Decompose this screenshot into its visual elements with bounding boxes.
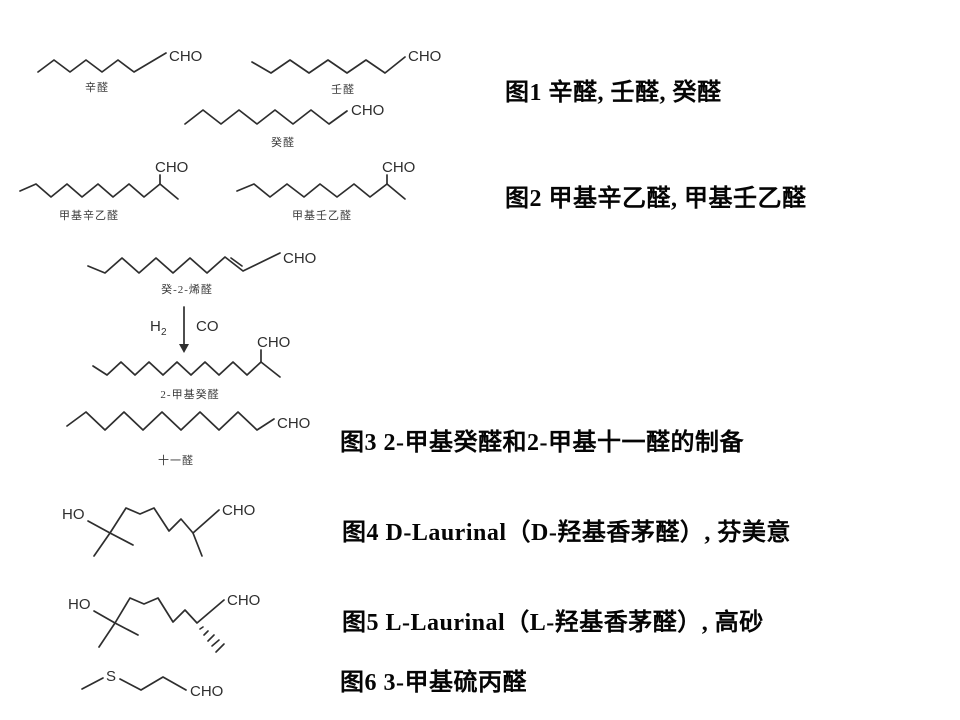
caption-fig1: 图1 辛醛, 壬醛, 癸醛 [505,80,722,106]
decanal-name-label: 癸醛 [271,137,295,149]
l-laurinal-gem-methyl-1 [98,622,116,648]
nonanal-name-label: 壬醛 [331,84,355,96]
d-laurinal-structure: HO CHO [62,502,255,557]
methyl-octyl-name-label: 甲基辛乙醛 [59,210,119,222]
two-methyl-decanal-structure: CHO [92,334,290,378]
methyl-nonyl-acetaldehyde-structure: CHO [236,159,415,200]
l-laurinal-ho-bond [93,610,116,624]
l-laurinal-structure: HO CHO [68,592,260,653]
nonanal-skeleton [251,56,406,74]
two-methyl-decanal-cho-label: CHO [257,334,290,351]
d-laurinal-skeleton [109,507,220,534]
undecanal-name-label: 十一醛 [158,455,194,467]
caption-fig3: 图3 2-甲基癸醛和2-甲基十一醛的制备 [340,430,744,456]
arrow-head [179,344,189,353]
nonanal-cho-label: CHO [408,48,441,65]
two-methyl-decanal-name-label: 2-甲基癸醛 [160,389,220,401]
methyl-nonyl-skeleton [236,183,388,198]
methyl-octyl-skeleton [19,183,161,198]
d-laurinal-branch-methyl [192,532,203,557]
methyl-nonyl-methyl-bond [386,183,406,200]
dec-2-enal-skeleton [87,252,281,274]
reagent-h2-label: H [150,318,161,335]
reagent-h2-subscript: 2 [161,327,167,338]
octanal-name-label: 辛醛 [85,82,109,94]
decanal-skeleton [184,109,348,125]
octanal-cho-label: CHO [169,48,202,65]
d-laurinal-cho-label: CHO [222,502,255,519]
octanal-structure: CHO [37,48,202,73]
methyl-octyl-cho-label: CHO [155,159,188,176]
undecanal-skeleton [66,411,275,431]
l-laurinal-gem-methyl-2 [114,622,139,636]
methylthio-cho-label: CHO [190,683,223,700]
decanal-cho-label: CHO [351,102,384,119]
l-laurinal-cho-label: CHO [227,592,260,609]
d-laurinal-ho-label: HO [62,506,85,523]
dec-2-enal-cho-label: CHO [283,250,316,267]
two-methyl-decanal-skeleton [92,361,262,376]
two-methyl-decanal-methyl-bond [260,361,281,378]
undecanal-cho-label: CHO [277,415,310,432]
methylthio-s-label: S [106,668,116,685]
reagent-co-label: CO [196,318,219,335]
caption-fig5: 图5 L-Laurinal（L-羟基香茅醛）, 高砂 [342,610,764,636]
d-laurinal-gem-methyl-1 [93,532,111,557]
caption-fig6: 图6 3-甲基硫丙醛 [340,670,527,696]
undecanal-structure: CHO [66,411,310,432]
caption-fig2: 图2 甲基辛乙醛, 甲基壬乙醛 [505,186,807,212]
methylthiopropanal-structure: S CHO [81,668,223,700]
methylthio-methyl-bond [81,677,104,690]
reaction-arrow: H 2 CO [150,306,219,353]
octanal-skeleton [37,52,167,73]
l-laurinal-hashed-wedge [199,626,225,653]
d-laurinal-ho-bond [87,520,111,534]
decanal-structure: CHO [184,102,384,125]
l-laurinal-ho-label: HO [68,596,91,613]
dec-2-enal-structure: CHO [87,250,316,274]
d-laurinal-gem-methyl-2 [109,532,134,546]
nonanal-structure: CHO [251,48,441,74]
caption-fig4: 图4 D-Laurinal（D-羟基香茅醛）, 芬美意 [342,520,791,546]
methylthio-skeleton [119,676,187,691]
dec-2-enal-name-label: 癸-2-烯醛 [161,284,213,296]
methyl-octyl-acetaldehyde-structure: CHO [19,159,188,200]
methyl-nonyl-cho-label: CHO [382,159,415,176]
methyl-nonyl-name-label: 甲基壬乙醛 [292,210,352,222]
dec-2-enal-double-bond [230,257,243,267]
l-laurinal-skeleton [114,597,225,624]
methyl-octyl-methyl-bond [159,183,179,200]
